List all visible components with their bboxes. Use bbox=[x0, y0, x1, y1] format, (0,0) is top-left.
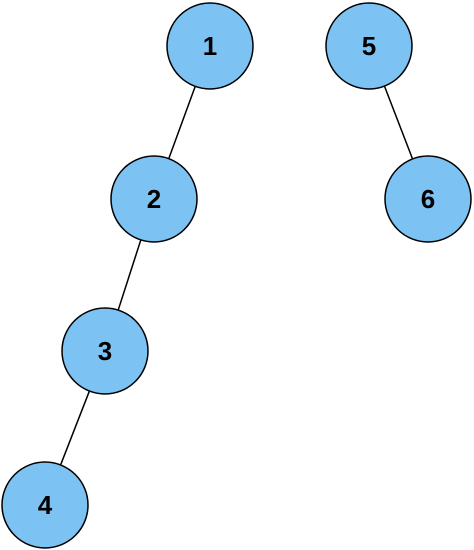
node-4-label: 4 bbox=[38, 490, 53, 520]
node-2-label: 2 bbox=[147, 184, 161, 214]
node-6-circle bbox=[384, 155, 472, 243]
edge-1-2 bbox=[168, 86, 196, 159]
edge-5-6 bbox=[383, 85, 414, 160]
node-2-circle bbox=[110, 155, 198, 243]
node-5-circle bbox=[325, 2, 413, 90]
node-3: 3 bbox=[61, 307, 149, 395]
node-4-circle bbox=[1, 461, 89, 549]
node-1: 1 bbox=[166, 2, 254, 90]
edge-2-3 bbox=[117, 239, 142, 311]
node-3-label: 3 bbox=[98, 336, 112, 366]
edge-3-4 bbox=[59, 390, 91, 466]
edges-layer bbox=[59, 85, 414, 466]
node-5-label: 5 bbox=[362, 31, 376, 61]
node-6-label: 6 bbox=[421, 184, 435, 214]
node-6: 6 bbox=[384, 155, 472, 243]
node-3-circle bbox=[61, 307, 149, 395]
node-5: 5 bbox=[325, 2, 413, 90]
node-1-label: 1 bbox=[203, 31, 217, 61]
node-4: 4 bbox=[1, 461, 89, 549]
node-1-circle bbox=[166, 2, 254, 90]
node-2: 2 bbox=[110, 155, 198, 243]
